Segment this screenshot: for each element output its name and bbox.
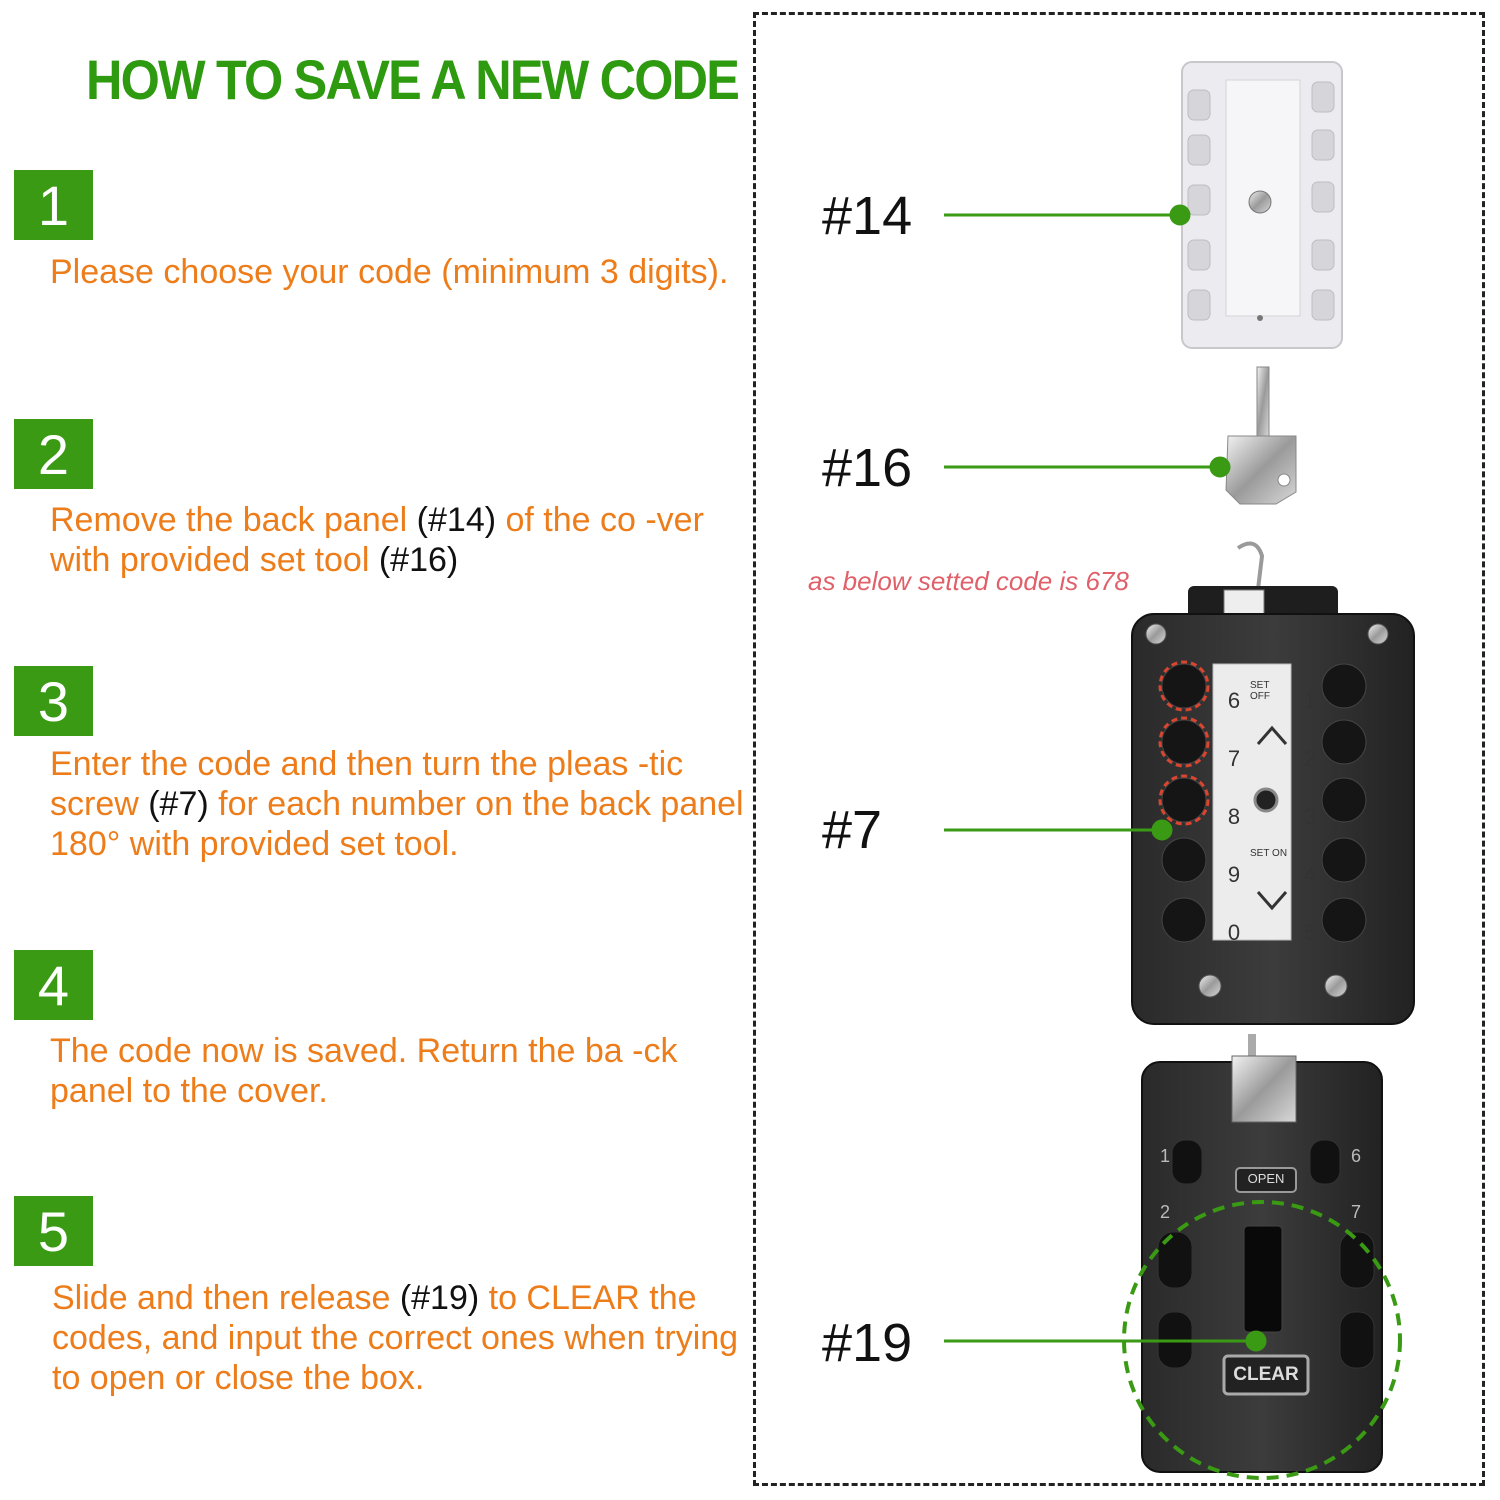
- callout-label-16: #16: [822, 438, 913, 498]
- front-digit-6: 6: [1351, 1146, 1362, 1166]
- step-5-ref-19: (#19): [399, 1279, 480, 1317]
- digit-7: 7: [1227, 746, 1241, 771]
- step-3-badge: 3: [14, 666, 93, 736]
- step-4-badge: 4: [14, 950, 93, 1020]
- step-2-ref-16: (#16): [378, 541, 459, 579]
- callout-label-14: #14: [822, 186, 913, 246]
- digit-9: 9: [1227, 862, 1241, 887]
- digit-4: 4: [1303, 862, 1317, 887]
- step-2-badge: 2: [14, 419, 93, 489]
- step-3-ref-7: (#7): [148, 785, 209, 823]
- step-2-ref-14: (#14): [416, 501, 497, 539]
- front-digit-7: 7: [1351, 1202, 1362, 1222]
- step-5-badge: 5: [14, 1196, 93, 1266]
- parts-panel: [753, 12, 1485, 1486]
- step-3-text: Enter the code and then turn the pleas -…: [50, 744, 750, 864]
- back-panel-left-digits: 6 7 8 9 0: [1224, 672, 1244, 962]
- digit-8: 8: [1227, 804, 1241, 829]
- code-note: as below setted code is 678: [808, 566, 1129, 596]
- step-5-text-a: Slide and then release: [52, 1279, 400, 1317]
- front-digit-2: 2: [1160, 1202, 1171, 1222]
- step-5-text: Slide and then release (#19) to CLEAR th…: [52, 1278, 742, 1398]
- step-4-text-a: The code now is saved. Return the ba -ck…: [50, 1032, 678, 1110]
- step-4-text: The code now is saved. Return the ba -ck…: [50, 1031, 740, 1111]
- code-mechanism-7: [1131, 541, 1415, 1025]
- step-2-text-a: Remove the back panel: [50, 501, 417, 539]
- digit-1: 1: [1303, 688, 1317, 713]
- step-1-text-a: Please choose your code (minimum 3 digit…: [50, 253, 729, 291]
- step-1-text: Please choose your code (minimum 3 digit…: [50, 252, 730, 292]
- clear-label: CLEAR: [1233, 1364, 1299, 1385]
- digit-3: 3: [1303, 804, 1317, 829]
- digit-6: 6: [1227, 688, 1241, 713]
- callout-label-7: #7: [822, 800, 883, 860]
- digit-2: 2: [1303, 746, 1317, 771]
- open-label: OPEN: [1247, 1171, 1285, 1186]
- step-2-text: Remove the back panel (#14) of the co -v…: [50, 500, 750, 580]
- front-digit-1: 1: [1160, 1146, 1171, 1166]
- callout-label-19: #19: [822, 1313, 913, 1373]
- digit-5: 5: [1303, 920, 1317, 945]
- set-tool-16: [1225, 366, 1297, 505]
- step-3-text-a: Enter the code and then turn the pleas -…: [50, 745, 684, 823]
- step-5-text-b: to CLEAR the codes, and input the correc…: [52, 1279, 739, 1397]
- step-3-text-b: for each number on the back panel 180° w…: [50, 785, 744, 863]
- digit-0: 0: [1227, 920, 1241, 945]
- set-off-label: SET OFF: [1250, 680, 1270, 702]
- front-cover-19: [1122, 1034, 1402, 1480]
- step-1-badge: 1: [14, 170, 93, 240]
- set-on-label: SET ON: [1250, 848, 1288, 859]
- step-2-text-b: of the co -ver with provided set tool: [50, 501, 704, 579]
- back-panel-right-digits: 1 2 3 4 5: [1300, 672, 1320, 962]
- back-plate-14: [1181, 61, 1343, 349]
